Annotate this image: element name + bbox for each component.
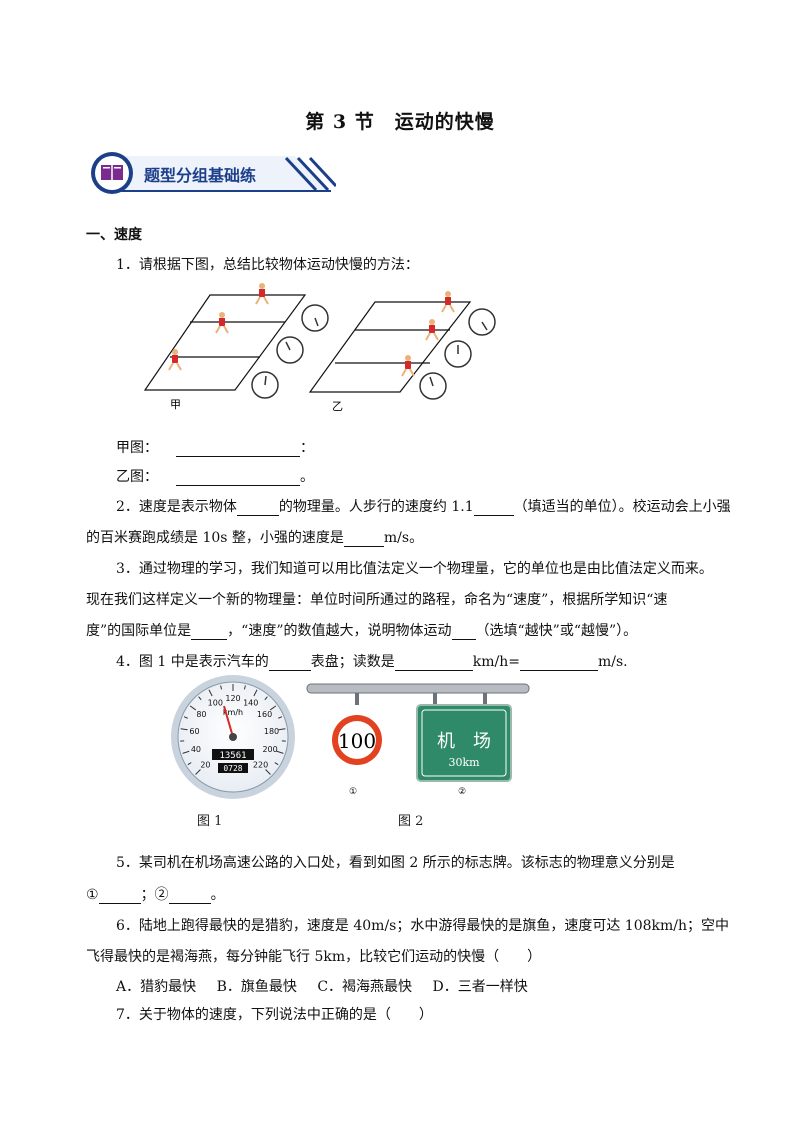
speedo-tick [195, 769, 201, 775]
q1-answer-a: 甲图：： [116, 440, 314, 457]
speedo-tick-label: 160 [257, 710, 272, 719]
answer-blank[interactable] [343, 532, 384, 547]
q3-line-2: 现在我们这样定义一个新的物理量：单位时间所通过的路程，命名为“速度”，根据所学知… [86, 592, 668, 608]
speedo-tick [208, 689, 213, 697]
q1-figure: 甲 乙 [143, 283, 496, 413]
runner-icon [425, 319, 439, 341]
speedo-tick-label: 220 [253, 761, 268, 770]
speedo-tick-label: 180 [264, 727, 279, 736]
speed-limit-sign: 100 [332, 715, 382, 765]
q1-stem: 1．请根据下图，总结比较物体运动快慢的方法： [116, 257, 419, 273]
answer-blank[interactable] [98, 889, 141, 904]
section-banner: 题型分组基础练 [86, 150, 338, 196]
trip-meter: 0728 [223, 764, 242, 773]
answer-blank[interactable] [191, 625, 228, 640]
answer-blank[interactable] [473, 501, 514, 516]
speedo-tick [243, 685, 246, 690]
answer-blank[interactable] [176, 442, 300, 457]
sign-place: 机 场 [437, 731, 491, 752]
speedo-tick [187, 762, 192, 766]
q5-line-2: ①；②。 [86, 887, 225, 904]
q6-line-1: 6．陆地上跑得最快的是猎豹，速度是 40m/s；水中游得最快的是旗鱼，速度可达 … [116, 918, 730, 934]
speedo-tick [183, 716, 188, 719]
banner-graphic [91, 152, 338, 194]
q6-options: A．猎豹最快 B．旗鱼最快 C．褐海燕最快 D．三者一样快 [116, 976, 528, 996]
option-a[interactable]: A．猎豹最快 [116, 979, 197, 995]
fig1-caption: 图 1 [197, 814, 223, 829]
sign-mark-2: ② [458, 787, 466, 797]
fig-label-a: 甲 [170, 398, 181, 411]
speedo-tick [264, 696, 268, 701]
airport-distance-sign: 机 场 30km [416, 704, 512, 782]
runner-icon [215, 312, 229, 334]
sign-speed-value: 100 [338, 729, 376, 753]
answer-blank[interactable] [519, 656, 598, 671]
speedo-tick [274, 762, 279, 766]
answer-blank[interactable] [451, 625, 476, 640]
answer-blank[interactable] [268, 656, 311, 671]
runner-icon [401, 355, 415, 377]
fig-label-b: 乙 [332, 400, 343, 413]
speedo-needle [223, 705, 234, 738]
q1-answer-b: 乙图：。 [116, 469, 314, 486]
option-b[interactable]: B．旗鱼最快 [216, 979, 297, 995]
speedo-tick-label: 20 [200, 761, 210, 770]
q2-line-1: 2．速度是表示物体的物理量。人步行的速度约 1.1（填适当的单位）。校运动会上小… [116, 499, 731, 516]
q3-line-3: 度”的国际单位是，“速度”的数值越大，说明物体运动（选填“越快”或“越慢”）。 [86, 623, 638, 640]
sign-distance: 30km [448, 756, 480, 769]
speedo-tick [220, 685, 223, 690]
speedo-tick [269, 705, 277, 711]
page-title: 第 3 节 运动的快慢 [305, 111, 495, 133]
q5-line-1: 5．某司机在机场高速公路的入口处，看到如图 2 所示的标志牌。该标志的物理意义分… [116, 855, 675, 871]
q3-line-1: 3．通过物理的学习，我们知道可以用比值法定义一个物理量，它的单位也是由比值法定义… [116, 561, 713, 577]
fig2-caption: 图 2 [398, 814, 424, 829]
banner-label: 题型分组基础练 [144, 166, 257, 185]
speedo-tick-label: 80 [196, 710, 206, 719]
speedo-tick-label: 40 [191, 745, 201, 754]
speedo-unit: km/h [223, 708, 243, 717]
speedo-tick [180, 728, 188, 731]
speedo-tick-label: 200 [262, 745, 277, 754]
option-c[interactable]: C．褐海燕最快 [317, 979, 413, 995]
sign-mark-1: ① [349, 787, 357, 797]
speedo-tick-label: 140 [243, 698, 258, 707]
speedo-tick [189, 705, 197, 711]
speedo-tick-label: 120 [225, 694, 240, 703]
q7-stem: 7．关于物体的速度，下列说法中正确的是（ ） [116, 1007, 433, 1023]
section-heading: 一、速度 [86, 227, 142, 243]
speedo-tick [182, 750, 190, 754]
speedo-tick [278, 728, 286, 731]
odometer: 13561 [219, 751, 246, 761]
speedo-tick [253, 689, 258, 697]
option-d[interactable]: D．三者一样快 [432, 979, 528, 995]
speedo-tick-label: 100 [208, 698, 223, 707]
book-icon [101, 165, 123, 180]
runner-icon [441, 291, 455, 313]
answer-blank[interactable] [168, 889, 211, 904]
speedo-tick-label: 60 [189, 727, 199, 736]
road-signs: 100 机 场 30km ① ② [306, 683, 530, 797]
speedo-tick [198, 696, 202, 701]
answer-blank[interactable] [236, 501, 279, 516]
runner-icon [168, 349, 182, 371]
speedo-tick [276, 750, 284, 754]
q6-line-2: 飞得最快的是褐海燕，每分钟能飞行 5km，比较它们运动的快慢（ ） [86, 949, 542, 965]
runner-icon [255, 283, 269, 305]
speedo-tick [278, 716, 283, 719]
answer-blank[interactable] [176, 471, 300, 486]
speedo-tick [265, 769, 271, 775]
answer-blank[interactable] [394, 656, 473, 671]
